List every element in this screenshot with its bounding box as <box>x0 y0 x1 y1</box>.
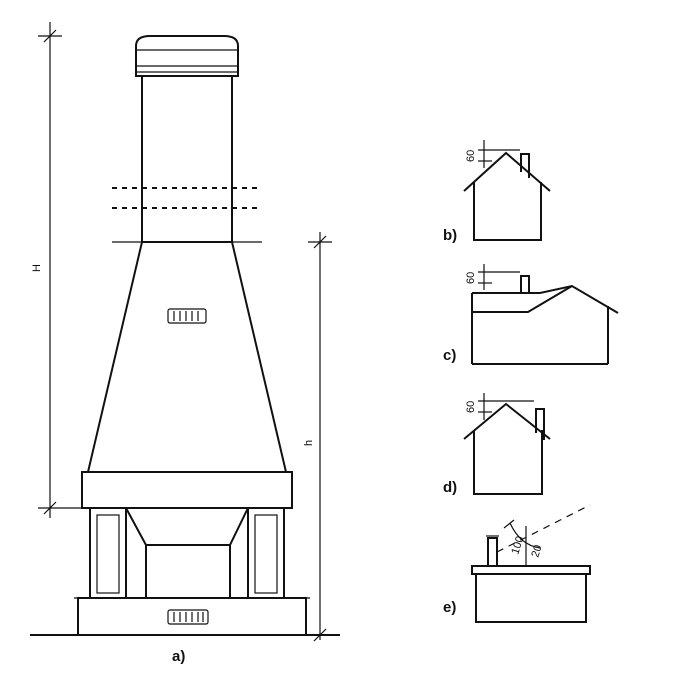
dimension-h <box>308 232 332 642</box>
view-b-walls <box>473 182 542 241</box>
dimension-H-label: H <box>31 264 43 272</box>
smoke-hood <box>86 241 288 473</box>
view-b-chimney <box>520 153 530 178</box>
view-c-house-with-neighbour: 60 c) <box>443 264 619 365</box>
view-b-roof <box>463 151 551 192</box>
view-e-roof-slab <box>471 565 591 575</box>
view-c-chimney <box>520 275 530 293</box>
right-pillar-panel <box>254 514 278 594</box>
view-d-chimney <box>535 408 545 440</box>
view-b-label: b) <box>443 227 457 244</box>
view-e-label: e) <box>443 599 456 616</box>
view-b-dimension-label: 60 <box>465 150 477 162</box>
view-e-walls <box>475 574 587 623</box>
dimension-H <box>38 22 88 518</box>
view-a-fireplace-elevation: H h a) <box>30 22 340 665</box>
right-pillar <box>247 507 285 599</box>
view-d-walls <box>473 430 543 495</box>
view-c-neighbour-roof <box>472 285 573 313</box>
view-e-dimension-20: 20 <box>529 544 544 559</box>
view-d-gable-house: 60 d) <box>443 393 551 496</box>
view-e-flat-roof: 100 20 e) <box>443 504 591 623</box>
view-c-dimension-label: 60 <box>465 272 477 284</box>
view-a-label: a) <box>172 648 185 665</box>
firebox-opening <box>125 507 249 598</box>
dimension-h-label: h <box>303 440 315 446</box>
view-e-angle-arc <box>509 522 541 549</box>
lower-vent-grille <box>167 609 209 625</box>
view-b-gable-house: 60 b) <box>443 140 551 244</box>
mantel-band <box>81 471 293 509</box>
view-d-label: d) <box>443 479 457 496</box>
view-d-dimension-label: 60 <box>465 401 477 413</box>
view-c-roofline <box>472 284 619 314</box>
left-pillar-panel <box>96 514 120 594</box>
view-e-dimension-100: 100 <box>509 535 526 556</box>
hood-vent-grille <box>167 308 207 324</box>
chimney-cap <box>135 35 239 77</box>
view-e-chimney <box>487 537 498 567</box>
left-pillar <box>89 507 127 599</box>
view-c-label: c) <box>443 347 456 364</box>
view-e-sight-line <box>496 504 591 553</box>
